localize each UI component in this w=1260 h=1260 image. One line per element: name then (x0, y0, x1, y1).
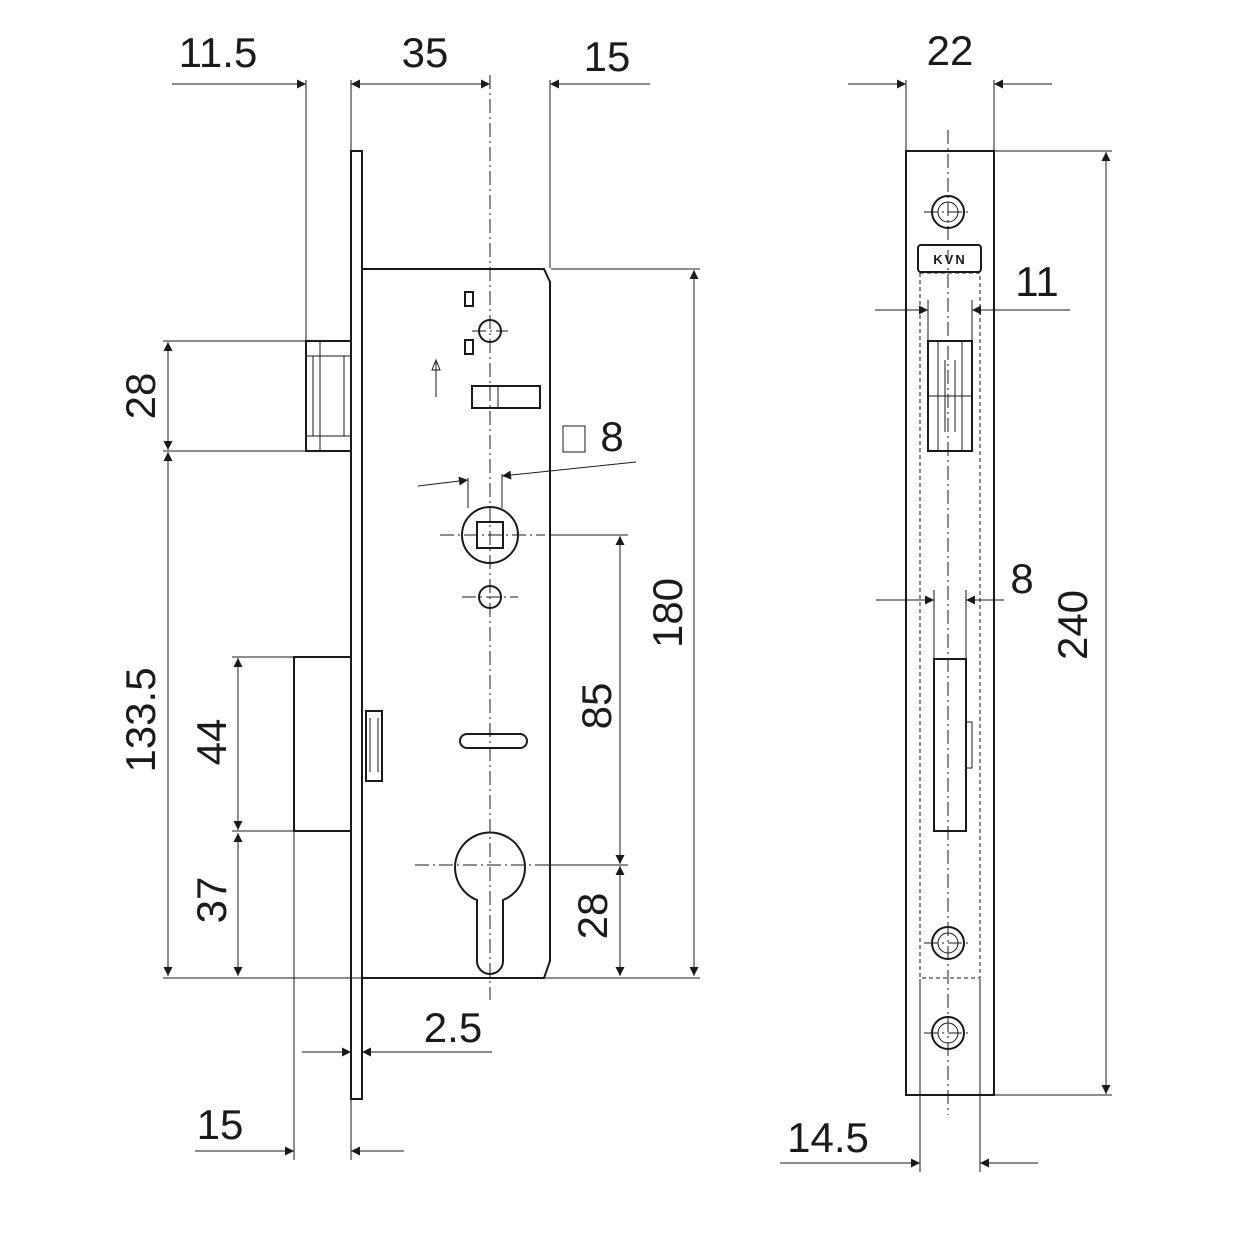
dim-case-width: 14.5 (787, 1114, 869, 1161)
latch (305, 340, 352, 452)
brand-logo: KVN (933, 252, 966, 267)
dim-edge-margin: 15 (584, 33, 631, 80)
deadbolt (293, 656, 352, 832)
cylinder-cutout (454, 831, 526, 975)
front-dimensions: 11.5 35 15 28 133.5 44 37 8 180 (117, 29, 700, 1160)
lever-slot (471, 385, 541, 409)
dim-bolt-offset: 37 (188, 877, 235, 924)
brand-logo-box (917, 244, 982, 273)
front-view (293, 75, 560, 1100)
bolt-edge (933, 658, 967, 832)
dim-latch-height: 28 (117, 373, 164, 420)
latch-edge (927, 340, 973, 452)
dim-bolt-height: 44 (188, 719, 235, 766)
faceplate-edge (905, 150, 995, 1096)
dim-bolt-to-bottom: 133.5 (117, 667, 164, 772)
faceplate (350, 150, 363, 1100)
bolt-guide (365, 710, 383, 782)
dim-faceplate-height: 240 (1049, 590, 1096, 660)
dim-latch-width: 11 (1015, 258, 1059, 305)
dim-faceplate-thickness: 2.5 (424, 1004, 482, 1051)
dim-spindle-square: 8 (600, 413, 623, 460)
dim-bolt-throw: 15 (197, 1101, 244, 1148)
dim-bolt-width: 8 (1010, 555, 1033, 602)
edge-view: KVN (905, 130, 995, 1115)
dim-backset-offset: 11.5 (179, 29, 258, 76)
dim-backset: 35 (402, 29, 449, 76)
dim-faceplate-width: 22 (927, 27, 974, 74)
cam-slot (459, 733, 528, 749)
dim-spindle-to-cylinder: 85 (573, 683, 620, 730)
dim-cylinder-offset: 28 (569, 893, 616, 940)
edge-dimensions: 22 11 8 240 14.5 (780, 27, 1112, 1172)
dim-case-height: 180 (644, 578, 691, 648)
